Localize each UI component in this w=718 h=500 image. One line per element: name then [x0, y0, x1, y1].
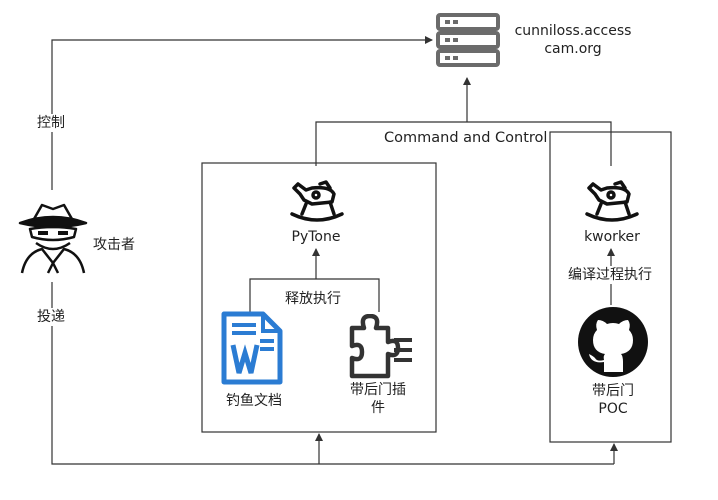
pytone-rocking-horse-icon	[290, 180, 344, 222]
kworker-label: kworker	[572, 228, 652, 246]
attacker-label: 攻击者	[93, 236, 135, 254]
release-exec-label: 释放执行	[285, 290, 341, 308]
backdoor-poc-label-line1: 带后门	[592, 383, 634, 399]
left-container-box	[201, 162, 437, 433]
spy-icon	[18, 203, 88, 274]
server-icon	[436, 13, 500, 67]
backdoor-poc-label-line2: POC	[598, 401, 628, 417]
release-exec-edge	[249, 278, 380, 314]
word-document-icon	[221, 311, 283, 385]
control-edge-label: 控制	[37, 114, 65, 132]
github-icon	[578, 307, 648, 377]
deliver-edge	[51, 282, 614, 465]
backdoor-poc-label: 带后门 POC	[573, 382, 653, 418]
server-label-line2: cam.org	[544, 41, 602, 57]
phishing-doc-label: 钓鱼文档	[214, 392, 294, 410]
c2-edge-label: Command and Control	[384, 129, 548, 147]
server-label: cunniloss.access cam.org	[508, 22, 638, 58]
pytone-label: PyTone	[276, 228, 356, 246]
backdoor-plugin-label: 带后门插 件	[338, 381, 418, 417]
kworker-rocking-horse-icon	[585, 180, 639, 222]
c2-edge	[315, 121, 612, 166]
puzzle-plugin-icon	[349, 314, 412, 379]
server-label-line1: cunniloss.access	[514, 23, 632, 39]
backdoor-plugin-label-line1: 带后门插	[350, 382, 406, 398]
deliver-edge-label: 投递	[37, 308, 65, 326]
backdoor-plugin-label-line2: 件	[371, 400, 385, 416]
control-edge	[51, 36, 433, 190]
compile-exec-label: 编译过程执行	[568, 266, 652, 284]
